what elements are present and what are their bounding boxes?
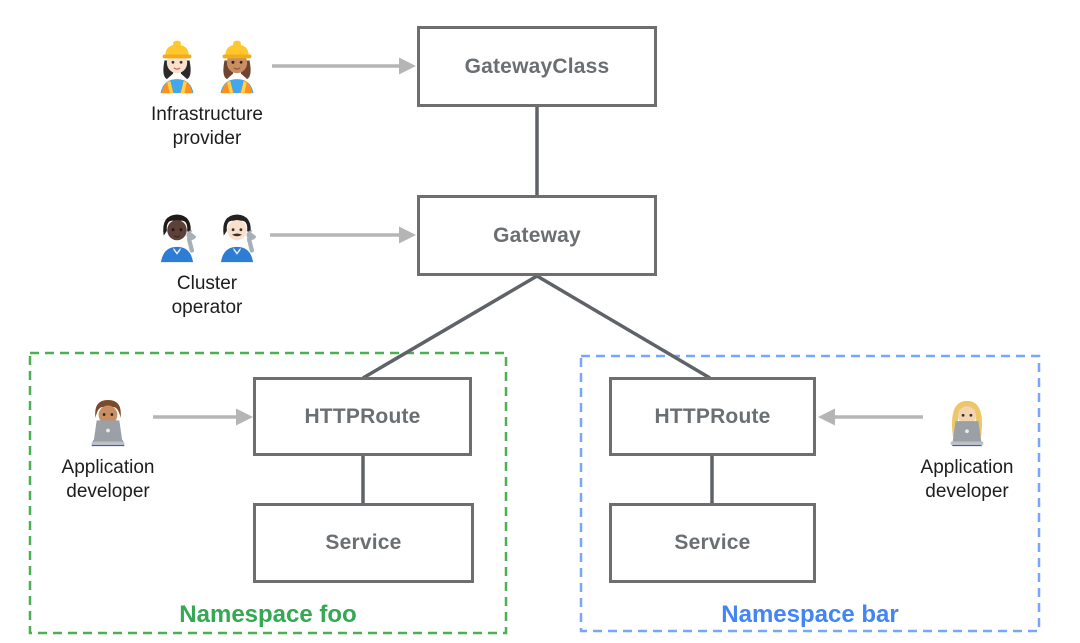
application-developer-bar-label: Application developer bbox=[920, 457, 1014, 502]
arrow-head-icon bbox=[399, 226, 416, 244]
namespace-foo-label: Namespace foo bbox=[179, 601, 357, 628]
gatewayclass-label: GatewayClass bbox=[464, 54, 610, 78]
man-mechanic-light-skin-icon bbox=[220, 214, 260, 263]
service-bar-node: Service bbox=[609, 503, 816, 583]
httproute-foo-node: HTTPRoute bbox=[253, 377, 472, 456]
edge-gateway-httproute-bar bbox=[536, 274, 711, 380]
arrow-head-icon bbox=[236, 408, 253, 426]
infrastructure-provider-label: Infrastructure provider bbox=[151, 104, 263, 149]
application-developer-foo-icons bbox=[83, 389, 133, 447]
gateway-label: Gateway bbox=[493, 223, 581, 247]
namespace-bar-label: Namespace bar bbox=[721, 601, 899, 628]
woman-construction-worker-light-skin-icon bbox=[160, 40, 194, 94]
cluster-operator-icons bbox=[152, 205, 262, 263]
gateway-node: Gateway bbox=[417, 195, 657, 276]
persona-cluster-operator: Cluster operator bbox=[107, 205, 307, 320]
service-bar-label: Service bbox=[674, 531, 751, 554]
woman-technologist-light-skin-icon bbox=[950, 400, 984, 447]
man-technologist-medium-skin-icon bbox=[91, 400, 125, 447]
gatewayclass-node: GatewayClass bbox=[417, 26, 657, 107]
httproute-foo-label: HTTPRoute bbox=[304, 404, 421, 428]
cluster-operator-label: Cluster operator bbox=[171, 273, 243, 318]
httproute-bar-node: HTTPRoute bbox=[609, 377, 816, 456]
persona-application-developer-bar: Application developer bbox=[867, 389, 1067, 504]
arrow-head-icon bbox=[399, 57, 416, 75]
mechanic-dark-skin-icon bbox=[160, 214, 200, 263]
service-foo-node: Service bbox=[253, 503, 474, 583]
persona-application-developer-foo: Application developer bbox=[8, 389, 208, 504]
edge-gateway-httproute-foo bbox=[362, 274, 538, 380]
persona-infrastructure-provider: Infrastructure provider bbox=[107, 36, 307, 151]
service-foo-label: Service bbox=[325, 531, 402, 554]
woman-construction-worker-medium-skin-icon bbox=[220, 40, 254, 94]
httproute-bar-label: HTTPRoute bbox=[654, 404, 771, 428]
application-developer-foo-label: Application developer bbox=[61, 457, 155, 502]
infrastructure-provider-icons bbox=[152, 36, 262, 94]
application-developer-bar-icons bbox=[942, 389, 992, 447]
arrow-head-icon bbox=[818, 408, 835, 426]
